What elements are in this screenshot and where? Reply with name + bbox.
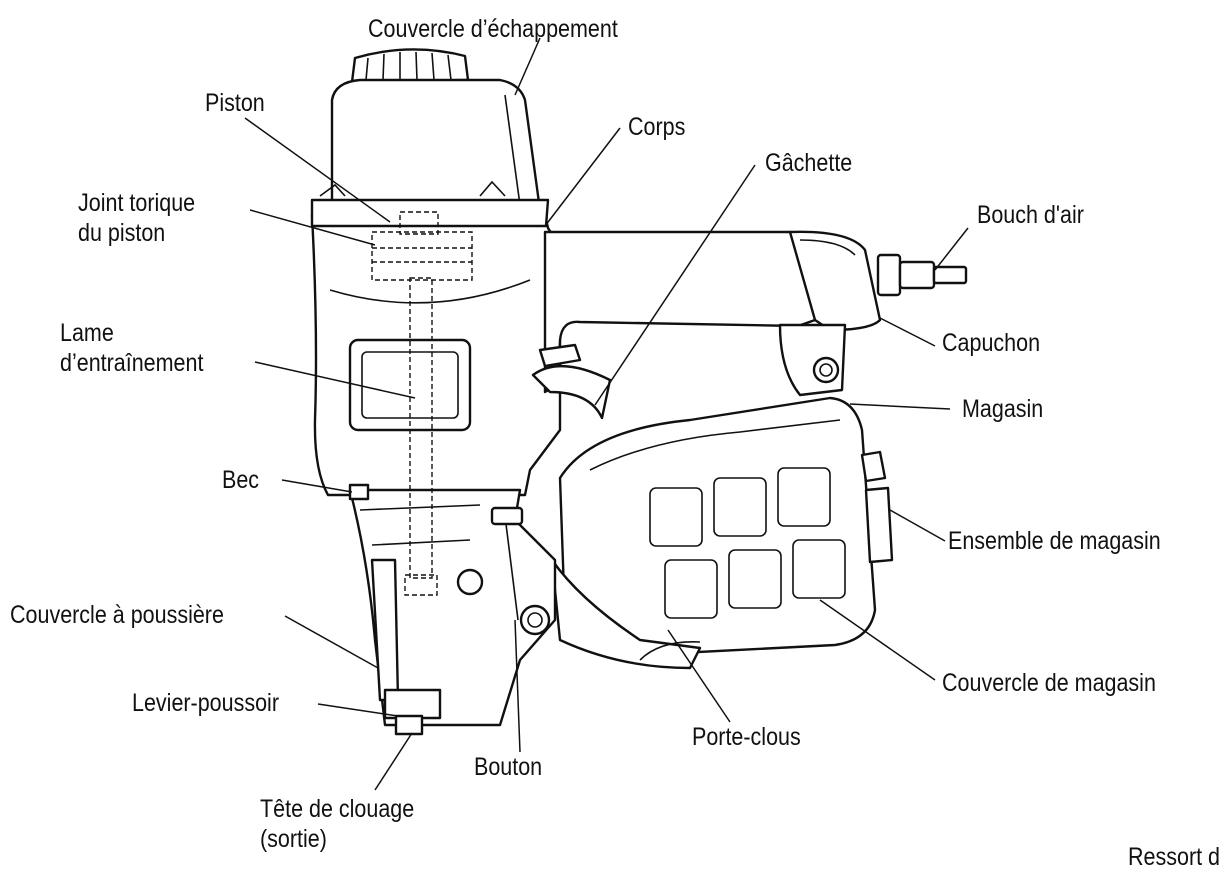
- label-nail-holder: Porte-clous: [692, 723, 801, 751]
- label-driver-blade: Lame d’entraînement: [60, 318, 203, 378]
- magazine-bracket: [778, 323, 847, 397]
- label-nailing-head-line1: Tête de clouage: [260, 795, 415, 823]
- label-body: Corps: [628, 113, 686, 141]
- body-collar: [310, 198, 550, 228]
- label-nose: Bec: [222, 466, 260, 494]
- cylinder-head-edge: [504, 94, 521, 206]
- knob-rod: [505, 523, 519, 621]
- nail-holder-groove: [639, 641, 701, 661]
- exhaust-cover-knob: [350, 48, 470, 84]
- nail-holder: [550, 558, 702, 670]
- magazine-latch-upper: [860, 450, 887, 483]
- magazine-latch-lower: [864, 486, 894, 564]
- label-driver-blade-line1: Lame: [60, 319, 114, 347]
- handle: [543, 230, 817, 394]
- label-magazine-assembly: Ensemble de magasin: [948, 527, 1161, 555]
- leader-lines: [244, 37, 969, 791]
- label-piston-o-ring: Joint torique du piston: [78, 188, 195, 248]
- body-contour-line: [329, 279, 531, 304]
- magazine-cover-windows: [649, 467, 846, 619]
- label-nailing-head: Tête de clouage (sortie): [260, 794, 414, 854]
- label-nailing-head-line2: (sortie): [260, 825, 327, 853]
- push-lever: [383, 688, 442, 720]
- nose-bolt: [519, 604, 551, 636]
- label-piston: Piston: [205, 89, 265, 117]
- collar-tabs: [319, 180, 506, 197]
- nailing-head: [394, 714, 424, 736]
- label-dust-cover: Couvercle à poussière: [10, 601, 224, 629]
- label-piston-o-ring-line2: du piston: [78, 219, 166, 247]
- feeder-pivot: [456, 568, 484, 596]
- trigger: [531, 365, 612, 420]
- handle-cap-ridge: [799, 239, 856, 256]
- cylinder-head: [330, 78, 542, 212]
- label-knob: Bouton: [474, 753, 543, 781]
- knob: [490, 506, 524, 526]
- label-cap: Capuchon: [942, 329, 1041, 357]
- nose-ribs: [359, 504, 481, 546]
- label-exhaust-cover: Couvercle d’échappement: [368, 15, 618, 43]
- label-magazine: Magasin: [962, 395, 1044, 423]
- nose-bolt-center: [527, 612, 543, 628]
- bracket-bolt: [812, 356, 840, 384]
- nose: [348, 488, 557, 727]
- label-air-plug: Bouch d'air: [977, 201, 1084, 229]
- internals-dashed: [371, 211, 473, 596]
- bracket-bolt-center: [819, 363, 833, 377]
- label-magazine-cover: Couvercle de magasin: [942, 669, 1156, 697]
- label-push-lever: Levier-poussoir: [132, 689, 279, 717]
- nose-foot: [348, 483, 370, 501]
- magazine-top-ridge: [589, 419, 841, 471]
- dust-cover: [370, 558, 400, 702]
- label-driver-blade-line2: d’entraînement: [60, 349, 204, 377]
- label-trigger: Gâchette: [765, 149, 853, 177]
- label-piston-o-ring-line1: Joint torique: [78, 189, 196, 217]
- label-spring: Ressort d: [1128, 843, 1220, 871]
- trigger-housing: [538, 343, 582, 368]
- air-plug: [876, 253, 968, 297]
